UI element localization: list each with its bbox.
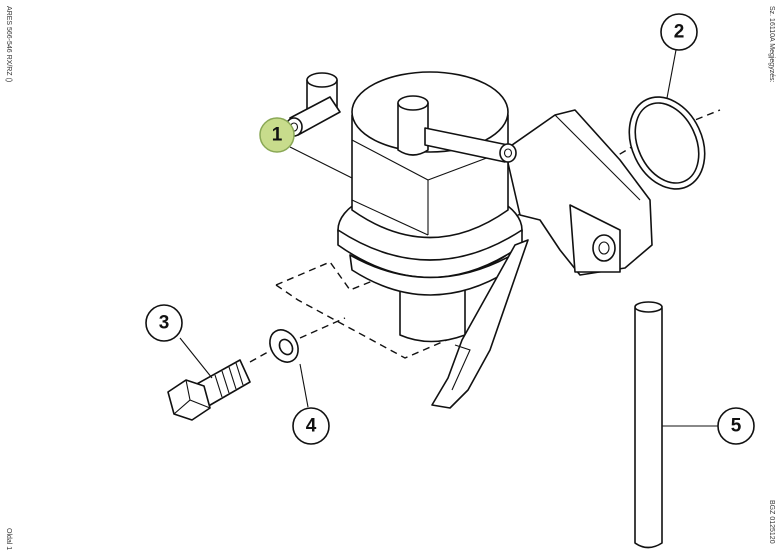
callout-1-circle [259,117,295,153]
outlet-pipe-top [397,95,429,111]
washer-axis-line [299,317,346,339]
hex-bolt-part[interactable] [167,359,251,421]
fuel-pump-part[interactable] [285,71,653,409]
flange-bolt-hole [592,234,616,262]
bolt-thread-lines [214,362,244,398]
o-ring-inner [634,102,700,184]
callout-4[interactable]: 4 [292,407,330,445]
leader-line-1 [289,146,353,179]
callout-2[interactable]: 2 [660,13,698,51]
callout-4-number: 4 [306,416,317,437]
outlet-nipple-end [499,143,517,163]
leader-line-4 [299,363,309,408]
callout-5[interactable]: 5 [717,407,755,445]
callout-2-number: 2 [674,22,685,43]
callout-1-number: 1 [272,125,283,146]
bolt-hex-edges [173,379,211,415]
callout-1[interactable]: 1 [259,117,295,153]
washer-part[interactable] [264,325,304,367]
priming-lever-edge [451,344,471,391]
flange-edge-line [554,114,641,201]
pump-lower-stem [399,289,466,343]
bolt-axis-line [249,351,269,363]
cover-edge-line-lower [351,199,429,236]
callout-4-circle [292,407,330,445]
push-rod-top [634,301,663,313]
leader-lines [179,49,718,427]
push-rod-part[interactable] [634,301,663,549]
outlet-nipple-bore [503,148,513,158]
o-ring-part[interactable] [615,85,719,202]
callout-2-circle [660,13,698,51]
push-rod-body [634,307,663,549]
outlet-pipe-vertical [397,102,429,156]
callout-3-number: 3 [159,313,170,334]
callout-3[interactable]: 3 [145,304,183,342]
callout-3-circle [145,304,183,342]
priming-lever [431,239,529,409]
base-outline-dashed [275,284,471,359]
leader-line-2 [666,49,677,99]
callout-5-circle [717,407,755,445]
flange-bolt-hole-inner [598,241,610,255]
pump-cover-top [351,71,509,153]
washer-hole [278,338,294,356]
leader-line-3 [179,337,213,379]
inlet-pipe-top [306,72,338,88]
callout-5-number: 5 [731,416,742,437]
